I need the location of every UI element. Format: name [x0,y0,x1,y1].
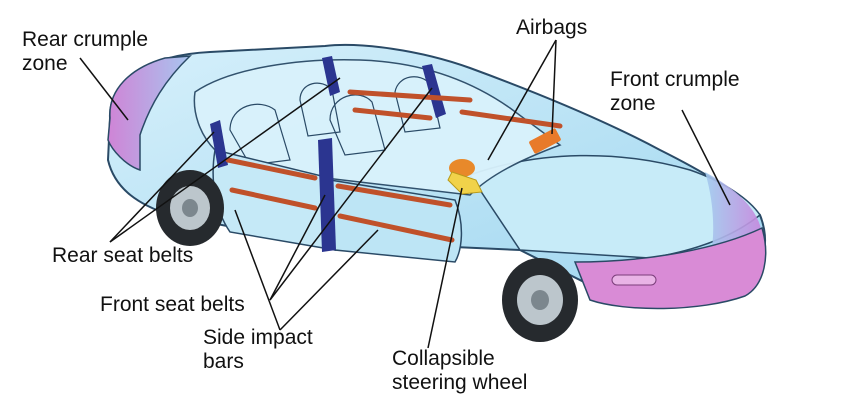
front-seat-belts-label: Front seat belts [100,293,245,316]
collapsible-steering-wheel-label: Collapsible steering wheel [392,347,528,394]
side-impact-bars [225,89,473,243]
passenger-airbag [529,128,561,154]
front-bumper [573,226,767,310]
steering-column [447,171,483,195]
rear-seat-belts-label: Rear seat belts [52,244,194,267]
rear-seat-belt-right [322,56,340,96]
front-seat-belt-pillar [318,138,336,252]
airbags-label: Airbags [516,16,588,39]
rear-wheel [156,170,224,246]
rear-seat-belt-left [210,120,228,168]
leader-lines [79,39,731,349]
front-wheel [502,258,578,342]
front-crumple-zone-label: Front crumple zone [610,68,740,115]
side-impact-bars-label: Side impact bars [203,326,313,373]
rear-crumple-zone [107,55,193,172]
driver-airbag [449,159,475,177]
rear-crumple-zone-label: Rear crumple zone [22,28,149,75]
front-seat-belt-right [422,64,446,118]
